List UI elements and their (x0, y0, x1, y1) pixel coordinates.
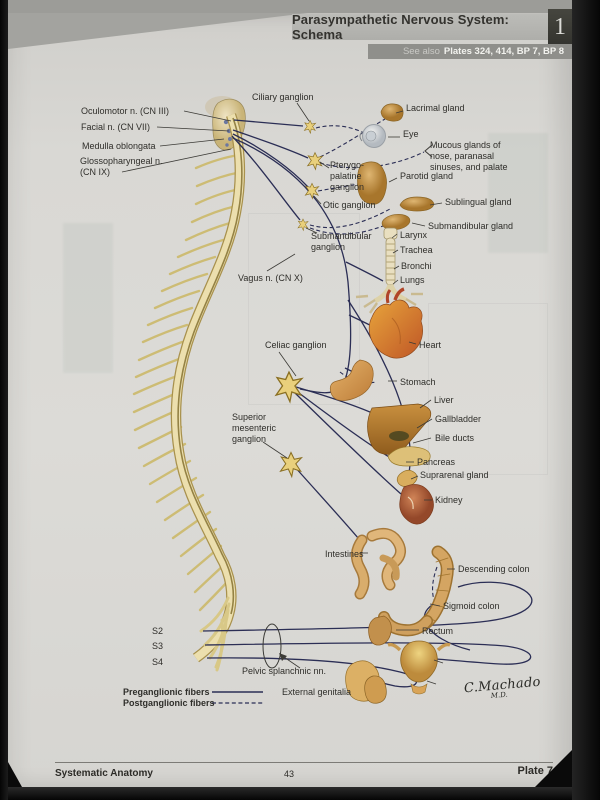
section-number-box: 1 (548, 9, 572, 46)
label-larynx: Larynx (400, 230, 428, 240)
spinal-nerve-roots (132, 153, 243, 612)
label-rectum: Rectum (422, 626, 454, 636)
label-lacrimal-gland: Lacrimal gland (406, 103, 465, 113)
label-kidney: Kidney (435, 495, 463, 505)
photo-left-edge (0, 0, 8, 800)
label-s4: S4 (152, 657, 164, 667)
label-trachea: Trachea (400, 245, 433, 255)
page-showthrough (248, 213, 360, 405)
see-also-plates: Plates 324, 414, BP 7, BP 8 (443, 46, 564, 57)
photo-bottom-edge (8, 787, 572, 800)
label-medulla: Medulla oblongata (82, 141, 156, 151)
eye-shape (359, 124, 386, 148)
label-gallbladder: Gallbladder (435, 414, 482, 424)
pterygopalatine-ganglion-shape (307, 152, 323, 170)
page-showthrough (488, 133, 548, 253)
label-pelvic-splanchnic: Pelvic splanchnic nn. (242, 666, 327, 676)
kidney-shape (399, 484, 434, 525)
label-superior-mesenteric-ganglion: Superior mesenteric ganglion (232, 412, 277, 444)
label-liver: Liver (434, 395, 454, 405)
label-submandibular-ganglion: Submandibular ganglion (311, 231, 372, 252)
intestines-shape (351, 527, 406, 600)
see-also-prefix: See also (402, 46, 440, 57)
suprarenal-gland-shape (396, 469, 418, 487)
label-intestines: Intestines (325, 549, 364, 559)
gallbladder-shape (389, 431, 409, 441)
label-parotid-gland: Parotid gland (400, 171, 454, 181)
spinal-cord (132, 96, 246, 672)
prostate-shape (410, 683, 428, 695)
label-celiac-ganglion: Celiac ganglion (265, 340, 327, 350)
label-lungs: Lungs (400, 275, 425, 285)
larynx-trachea-bronchi-shape (355, 227, 423, 314)
urinary-bladder-shape (387, 640, 451, 695)
ciliary-ganglion-shape (304, 120, 316, 134)
pancreas-shape (387, 446, 431, 467)
label-otic-ganglion: Otic ganglion (323, 200, 376, 210)
label-submandibular-gland: Submandibular gland (428, 221, 514, 231)
parotid-gland-shape (357, 161, 387, 205)
label-s2: S2 (152, 626, 164, 636)
plate-title-bar: Parasympathetic Nervous System: Schema (292, 12, 548, 42)
sacral-nerve-fan (199, 596, 231, 672)
label-suprarenal-gland: Suprarenal gland (420, 470, 489, 480)
table-surface (8, 0, 572, 13)
footer-plate: Plate 7 (517, 765, 553, 777)
see-also-badge: See also Plates 324, 414, BP 7, BP 8 (368, 44, 572, 59)
label-ciliary-ganglion: Ciliary ganglion (252, 92, 314, 102)
external-genitalia-shape (345, 660, 387, 704)
label-oculomotor: Oculomotor n. (CN III) (81, 106, 170, 116)
pelvic-pointer-arrowhead (279, 653, 287, 661)
label-glossopharyngeal: Glossopharyngeal n. (CN IX) (80, 156, 163, 177)
lacrimal-gland-shape (380, 103, 404, 122)
organs (329, 103, 454, 704)
pelvic-splanchnic-oval (262, 623, 282, 669)
mucous-pointer-arrow (424, 144, 433, 158)
label-pancreas: Pancreas (417, 457, 456, 467)
label-bile-ducts: Bile ducts (435, 433, 475, 443)
label-facial: Facial n. (CN VII) (81, 122, 151, 132)
footer-section: Systematic Anatomy (55, 768, 153, 779)
page-showthrough (63, 223, 113, 373)
legend-postganglionic: Postganglionic fibers (123, 698, 215, 708)
footer-rule (55, 762, 553, 763)
page-title: Parasympathetic Nervous System: Schema (292, 12, 509, 42)
label-external-genitalia: External genitalia (282, 687, 352, 697)
label-mucous-glands: Mucous glands of nose, paranasal sinuses… (430, 140, 508, 172)
label-sigmoid-colon: Sigmoid colon (443, 601, 500, 611)
liver-shape (367, 403, 432, 455)
photo-right-edge (572, 0, 600, 800)
label-sublingual-gland: Sublingual gland (445, 197, 512, 207)
stomach-shape (329, 359, 374, 401)
section-number: 1 (554, 14, 566, 40)
footer-page-number: 43 (284, 769, 295, 779)
heart-shape (368, 287, 423, 359)
label-heart: Heart (419, 340, 442, 350)
label-descending-colon: Descending colon (458, 564, 530, 574)
pointer-lines (121, 102, 455, 685)
label-bronchi: Bronchi (401, 261, 432, 271)
label-eye: Eye (403, 129, 419, 139)
sublingual-gland-shape (399, 196, 435, 212)
label-stomach: Stomach (400, 377, 436, 387)
label-vagus: Vagus n. (CN X) (238, 273, 303, 283)
label-pterygopalatine-ganglion: Pterygo-palatine ganglion (330, 160, 365, 192)
submandibular-ganglion-shape (297, 218, 309, 231)
celiac-ganglion-shape (275, 371, 303, 403)
page-showthrough (428, 303, 548, 475)
legend-preganglionic: Preganglionic fibers (123, 687, 210, 697)
label-s3: S3 (152, 641, 164, 651)
